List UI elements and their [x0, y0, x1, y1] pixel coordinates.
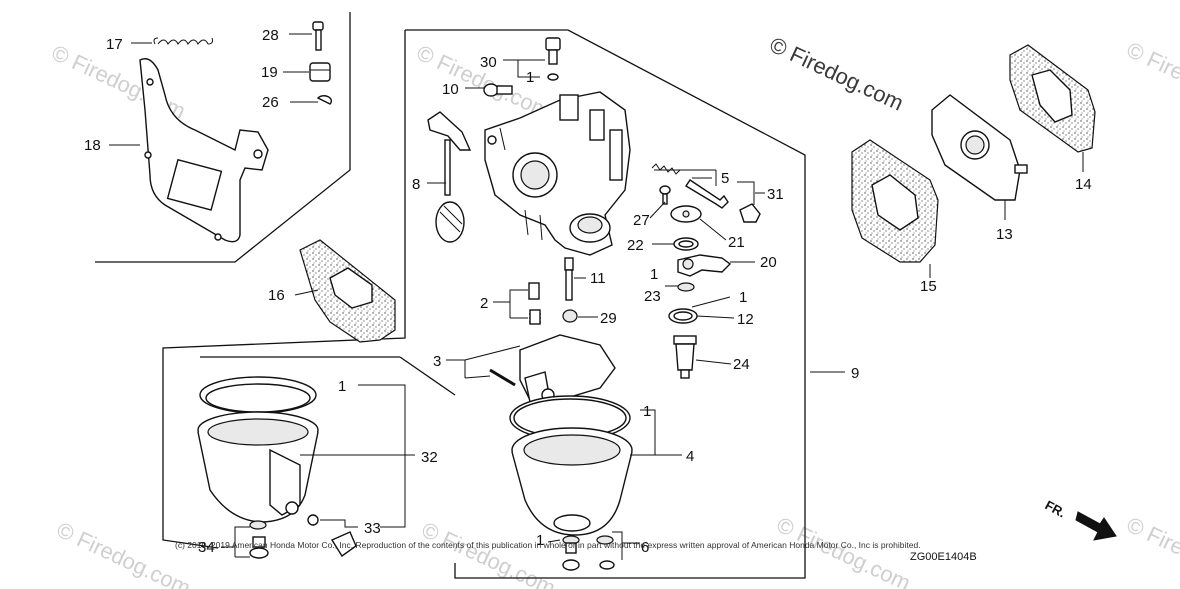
- part-screw-33: [307, 514, 357, 558]
- part-pilot-screw-30: [545, 37, 561, 81]
- leader-lines: [109, 33, 1084, 560]
- callout-3: 3: [433, 353, 441, 370]
- callout-34: 34: [198, 539, 215, 556]
- callout-1a: 1: [526, 69, 534, 86]
- callout-10: 10: [442, 81, 459, 98]
- part-carburetor-body: [484, 91, 631, 256]
- part-float-3: [489, 334, 616, 403]
- callout-5: 5: [721, 170, 729, 187]
- callout-1b: 1: [650, 266, 658, 283]
- watermark-text: © Firedog.com: [53, 517, 195, 589]
- part-screw-27: [659, 185, 671, 205]
- part-cap-31: [739, 203, 761, 223]
- part-gasket-1-ring: [509, 395, 631, 441]
- part-jet-2: [528, 282, 541, 325]
- part-choke-lever-8: [427, 111, 472, 243]
- callout-1d: 1: [643, 403, 651, 420]
- assembly-frames: [95, 12, 806, 579]
- part-float-chamber-4: [511, 427, 633, 536]
- callout-4: 4: [686, 448, 694, 465]
- part-o-ring-22: [673, 237, 699, 251]
- callout-labels: 17 18 28 19 26 16 30 1 10 8 5 31 27 21 2…: [84, 27, 1092, 556]
- callout-18: 18: [84, 137, 101, 154]
- direction-label: FR.: [1043, 497, 1069, 520]
- callout-27: 27: [633, 212, 650, 229]
- callout-20: 20: [760, 254, 777, 271]
- part-chamber-32: [197, 411, 319, 523]
- callout-1f: 1: [536, 532, 544, 549]
- callout-21: 21: [728, 234, 745, 251]
- callout-1e: 1: [338, 378, 346, 395]
- part-arm-20: [677, 254, 732, 277]
- callout-13: 13: [996, 226, 1013, 243]
- callout-33: 33: [364, 520, 381, 537]
- part-collar-19: [309, 62, 331, 82]
- callout-32: 32: [421, 449, 438, 466]
- part-insulator-13: [931, 94, 1028, 201]
- watermark-text: © Firedog.com: [1123, 37, 1180, 121]
- callout-8: 8: [412, 176, 420, 193]
- callout-17: 17: [106, 36, 123, 53]
- part-screw-28: [312, 21, 324, 51]
- part-bracket-18: [139, 58, 269, 243]
- part-bolt-34: [249, 520, 269, 559]
- callout-29: 29: [600, 310, 617, 327]
- callout-26: 26: [262, 94, 279, 111]
- part-jet-11: [564, 257, 574, 301]
- callout-6: 6: [641, 539, 649, 556]
- part-washer-23: [677, 282, 695, 292]
- part-plate-21: [670, 205, 702, 223]
- part-screw-6: [596, 535, 615, 570]
- callout-9: 9: [851, 365, 859, 382]
- part-o-ring-12: [668, 308, 698, 324]
- callout-15: 15: [920, 278, 937, 295]
- part-drain-bolt: [562, 535, 580, 571]
- copyright-notice: (c) 2019, 2019 American Honda Motor Co.,…: [175, 540, 921, 550]
- part-spring-17: [153, 37, 213, 45]
- part-valve-24: [673, 335, 697, 379]
- callout-14: 14: [1075, 176, 1092, 193]
- part-gasket-16: [299, 239, 396, 343]
- part-gasket-15: [851, 139, 939, 263]
- part-clip-26: [316, 95, 333, 105]
- watermark-brand: © Firedog.com: [766, 32, 908, 116]
- callout-1c: 1: [739, 289, 747, 306]
- callout-19: 19: [261, 64, 278, 81]
- callout-31: 31: [767, 186, 784, 203]
- part-gasket-14: [1009, 44, 1096, 153]
- part-throttle-stop-5: [651, 163, 729, 209]
- diagram-code: ZG00E1404B: [910, 551, 977, 563]
- watermark-text: © Firedog.com: [1123, 512, 1180, 589]
- callout-11: 11: [590, 270, 606, 287]
- direction-arrow: FR.: [1043, 497, 1117, 541]
- part-screw-10: [483, 83, 513, 97]
- part-nut-29: [562, 309, 578, 323]
- callout-24: 24: [733, 356, 750, 373]
- callout-22: 22: [627, 237, 644, 254]
- callout-23: 23: [644, 288, 661, 305]
- part-gasket-1-lower: [199, 376, 317, 414]
- callout-16: 16: [268, 287, 285, 304]
- callout-30: 30: [480, 54, 497, 71]
- callout-12: 12: [737, 311, 754, 328]
- callout-28: 28: [262, 27, 279, 44]
- callout-2: 2: [480, 295, 488, 312]
